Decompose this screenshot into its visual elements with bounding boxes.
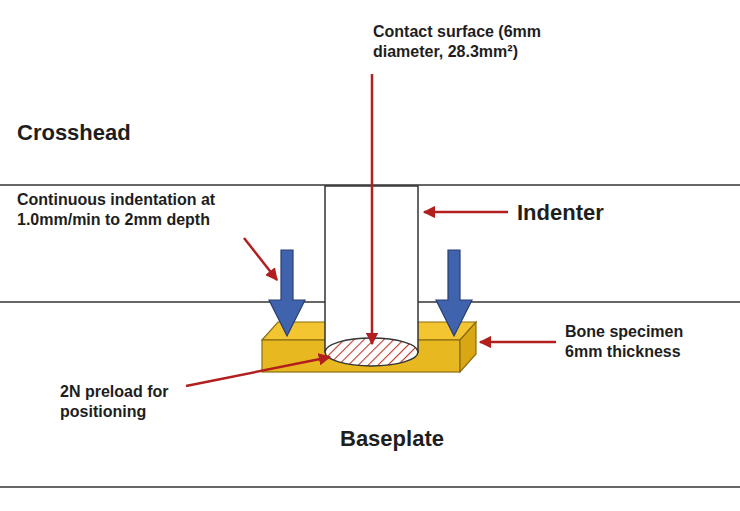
callout-label: Continuous indentation at 1.0mm/min to 2… [17,190,217,230]
load-arrow [436,250,472,336]
part-name: Crosshead [17,120,177,146]
baseplate-line [0,486,740,488]
callout-label: Bone specimen 6mm thickness [565,322,705,362]
load-arrow [269,250,305,336]
leader-line [480,341,556,344]
callout-label: 2N preload for positioning [60,382,190,422]
leader-line [371,74,374,344]
callout-label: Contact surface (6mm diameter, 28.3mm²) [373,22,588,62]
leader-line [186,357,330,386]
part-name: Indenter [517,200,657,226]
part-name: Baseplate [340,426,500,452]
leader-line [244,238,277,280]
leader-line [424,211,508,214]
